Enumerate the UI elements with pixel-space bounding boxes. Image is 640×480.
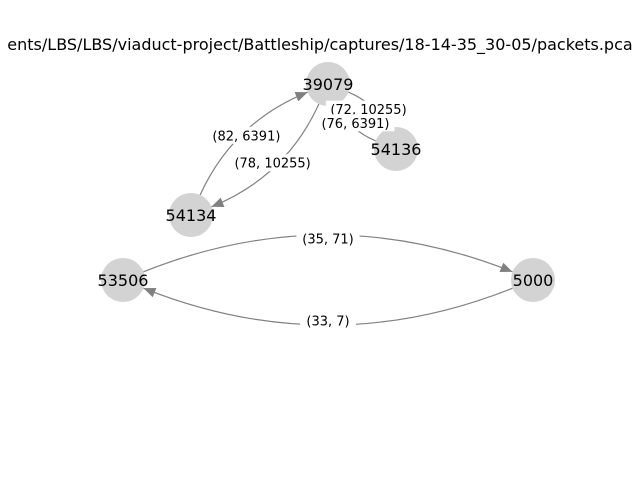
graph-node: 5000 <box>511 258 555 302</box>
node-circle <box>374 127 418 171</box>
node-circle <box>306 62 350 106</box>
edge-label-background <box>325 100 412 118</box>
edge-label: (35, 71) <box>296 230 360 248</box>
edge-label-background <box>207 126 286 144</box>
nodes-layer: 39079 54136 54134 53506 5000 <box>98 62 555 302</box>
edge-label-background <box>300 312 356 329</box>
graph-node: 54134 <box>166 193 217 237</box>
edge-label-text: (76, 6391) <box>321 117 389 132</box>
edge-labels-layer: (78, 10255)(82, 6391)(72, 10255)(76, 639… <box>207 100 412 330</box>
edge-label: (33, 7) <box>300 312 356 330</box>
edge-label: (76, 6391) <box>316 114 395 132</box>
edge-label-text: (33, 7) <box>306 315 349 330</box>
node-label: 54134 <box>166 206 217 225</box>
edge-arrowhead <box>143 287 157 298</box>
node-label: 39079 <box>303 75 354 94</box>
graph-title: ents/LBS/LBS/viaduct-project/Battleship/… <box>7 35 632 55</box>
edge-label-background <box>316 114 395 132</box>
edge-label: (82, 6391) <box>207 126 286 144</box>
graph-node: 54136 <box>371 127 422 171</box>
node-circle <box>511 258 555 302</box>
edge-label-background <box>296 230 360 247</box>
edge-label-background <box>229 154 316 172</box>
edge-label: (78, 10255) <box>229 154 316 172</box>
edge-arrowhead <box>499 262 513 273</box>
edge-label-text: (35, 71) <box>302 233 354 248</box>
graph-node: 53506 <box>98 258 149 302</box>
node-circle <box>101 258 145 302</box>
node-label: 54136 <box>371 140 422 159</box>
graph-node: 39079 <box>303 62 354 106</box>
edge-arrowhead <box>211 197 225 207</box>
node-label: 5000 <box>513 271 554 290</box>
node-circle <box>169 193 213 237</box>
edge-arrowhead <box>294 92 308 102</box>
node-label: 53506 <box>98 271 149 290</box>
edge-label-text: (82, 6391) <box>212 129 280 144</box>
edge-label-text: (78, 10255) <box>234 157 310 172</box>
